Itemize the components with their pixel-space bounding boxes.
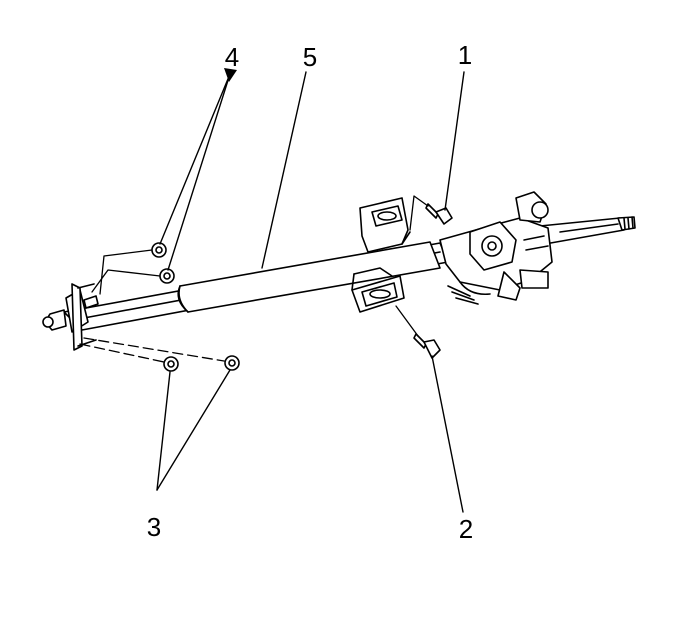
callout-1: 1 <box>458 40 472 70</box>
callout-2: 2 <box>459 514 473 544</box>
callout-5: 5 <box>303 42 317 72</box>
callout-labels: 1 2 3 4 5 <box>147 40 473 544</box>
upper-column-housing <box>439 191 553 305</box>
callout-4: 4 <box>225 42 239 72</box>
callout-3: 3 <box>147 512 161 542</box>
stud-alignment-lines <box>79 195 429 363</box>
callout-4-arrowheads <box>224 68 237 82</box>
lower-column-end <box>42 283 99 351</box>
upper-mounting-bracket <box>359 197 411 253</box>
lower-mounting-bracket <box>351 267 405 313</box>
steering-column-shaft <box>63 216 636 331</box>
bolt-lower <box>413 333 441 359</box>
bolt-upper <box>425 203 453 225</box>
nuts-lower-pair <box>163 355 240 372</box>
leader-lines <box>156 71 465 513</box>
